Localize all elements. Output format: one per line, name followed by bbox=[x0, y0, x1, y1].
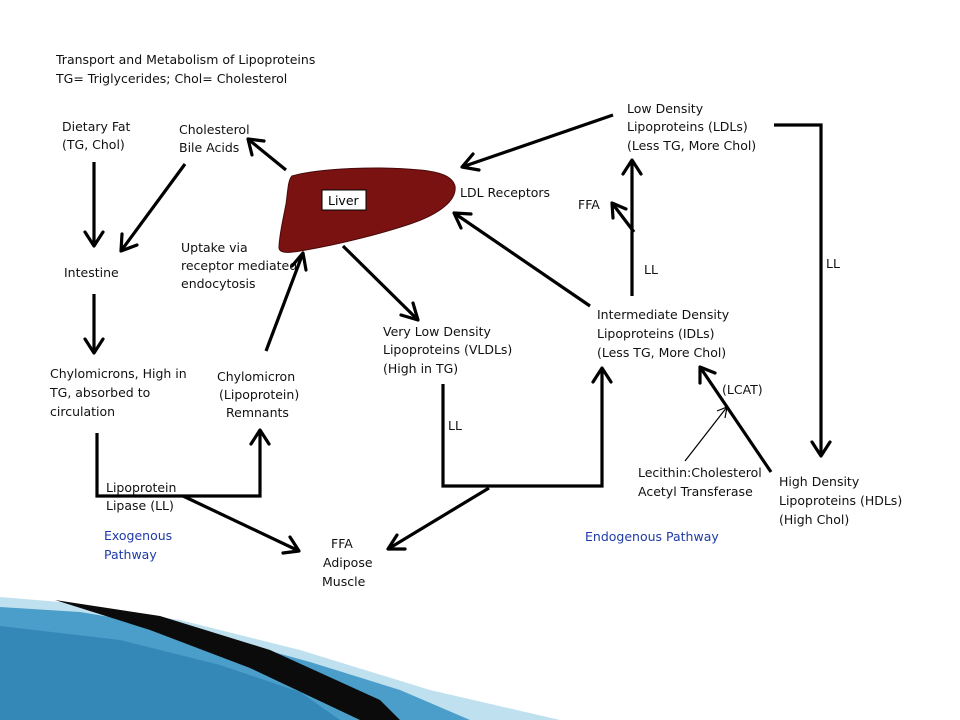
arrow-ldl-to-liver bbox=[460, 113, 614, 172]
svg-text:Exogenous: Exogenous bbox=[104, 528, 172, 543]
svg-text:Dietary Fat: Dietary Fat bbox=[62, 119, 131, 134]
node-lcat: (LCAT) bbox=[722, 382, 763, 397]
svg-text:Very Low Density: Very Low Density bbox=[383, 324, 491, 339]
arrow-idl-to-liver bbox=[452, 211, 591, 308]
node-lipoprotein-lipase: Lipoprotein Lipase (LL) bbox=[106, 480, 176, 513]
svg-text:(High Chol): (High Chol) bbox=[779, 512, 849, 527]
svg-text:TG, absorbed to: TG, absorbed to bbox=[49, 385, 150, 400]
svg-text:circulation: circulation bbox=[50, 404, 115, 419]
exogenous-pathway-label: Exogenous Pathway bbox=[104, 528, 172, 562]
arrow-dietary-fat-to-intestine bbox=[83, 162, 105, 248]
svg-text:Intermediate Density: Intermediate Density bbox=[597, 307, 730, 322]
node-uptake: Uptake via receptor mediated endocytosis bbox=[181, 240, 297, 291]
svg-text:endocytosis: endocytosis bbox=[181, 276, 256, 291]
connector-ldl-to-hdl bbox=[774, 123, 832, 458]
liver-shape bbox=[278, 167, 456, 253]
arrow-remnants-to-liver bbox=[264, 251, 308, 352]
diagram-title-line1: Transport and Metabolism of Lipoproteins bbox=[55, 52, 315, 67]
svg-text:(High in TG): (High in TG) bbox=[383, 361, 458, 376]
svg-text:Lipoproteins (LDLs): Lipoproteins (LDLs) bbox=[627, 119, 748, 134]
svg-text:Chylomicron: Chylomicron bbox=[217, 369, 295, 384]
svg-text:Remnants: Remnants bbox=[226, 405, 289, 420]
arrow-to-ffa-top bbox=[610, 201, 636, 233]
node-hdl: High Density Lipoproteins (HDLs) (High C… bbox=[779, 474, 902, 527]
svg-text:Low Density: Low Density bbox=[627, 101, 704, 116]
svg-text:(Less TG, More Chol): (Less TG, More Chol) bbox=[597, 345, 726, 360]
arrow-lipase-to-ffa bbox=[182, 494, 301, 555]
liver-label-box bbox=[321, 189, 367, 211]
node-lecithin: Lecithin:Cholesterol Acetyl Transferase bbox=[638, 465, 762, 499]
endogenous-pathway-label: Endogenous Pathway bbox=[585, 529, 719, 544]
svg-text:Chylomicrons, High in: Chylomicrons, High in bbox=[50, 366, 187, 381]
arrow-vldl-to-ffa bbox=[386, 486, 490, 551]
ll-label-idl-ldl: LL bbox=[644, 262, 658, 277]
ll-label-vldl: LL bbox=[448, 418, 462, 433]
svg-text:Lipase (LL): Lipase (LL) bbox=[106, 498, 174, 513]
svg-text:Pathway: Pathway bbox=[104, 547, 157, 562]
arrow-liver-to-cholesterol bbox=[246, 137, 288, 172]
arrow-hdl-to-idl bbox=[698, 365, 773, 473]
arrow-lecithin-to-lcat bbox=[684, 406, 728, 462]
svg-text:Acetyl Transferase: Acetyl Transferase bbox=[638, 484, 753, 499]
node-intestine: Intestine bbox=[64, 265, 119, 280]
diagram-title-line2: TG= Triglycerides; Chol= Cholesterol bbox=[55, 71, 287, 86]
svg-text:Lipoproteins (VLDLs): Lipoproteins (VLDLs) bbox=[383, 342, 512, 357]
arrow-bile-acids-to-intestine bbox=[119, 163, 187, 253]
svg-text:Lipoproteins (HDLs): Lipoproteins (HDLs) bbox=[779, 493, 902, 508]
arrow-liver-to-vldl bbox=[341, 244, 420, 322]
svg-text:Lipoproteins (IDLs): Lipoproteins (IDLs) bbox=[597, 326, 714, 341]
ll-label-ldl-hdl: LL bbox=[826, 256, 840, 271]
svg-text:Lecithin:Cholesterol: Lecithin:Cholesterol bbox=[638, 465, 762, 480]
svg-text:High Density: High Density bbox=[779, 474, 860, 489]
node-ffa-top: FFA bbox=[578, 197, 600, 212]
svg-text:(Less TG, More Chol): (Less TG, More Chol) bbox=[627, 138, 756, 153]
connector-vldl-to-idl bbox=[441, 366, 613, 488]
svg-text:Lipoprotein: Lipoprotein bbox=[106, 480, 176, 495]
node-ffa-adipose-muscle: FFA Adipose Muscle bbox=[322, 536, 373, 589]
svg-text:receptor mediated: receptor mediated bbox=[181, 258, 297, 273]
svg-text:(TG, Chol): (TG, Chol) bbox=[62, 137, 125, 152]
svg-text:Muscle: Muscle bbox=[322, 574, 366, 589]
node-chylomicron-remnants: Chylomicron (Lipoprotein) Remnants bbox=[217, 369, 299, 420]
node-ldl-receptors: LDL Receptors bbox=[460, 185, 550, 200]
arrow-intestine-to-chylomicrons bbox=[83, 294, 105, 355]
decorative-ribbon bbox=[0, 597, 560, 720]
svg-text:Uptake via: Uptake via bbox=[181, 240, 248, 255]
liver-label: Liver bbox=[328, 193, 360, 208]
svg-text:Adipose: Adipose bbox=[323, 555, 373, 570]
svg-text:Bile Acids: Bile Acids bbox=[179, 140, 239, 155]
svg-text:Cholesterol: Cholesterol bbox=[179, 122, 250, 137]
node-dietary-fat: Dietary Fat (TG, Chol) bbox=[62, 119, 131, 152]
node-idl: Intermediate Density Lipoproteins (IDLs)… bbox=[597, 307, 730, 360]
node-chylomicrons: Chylomicrons, High in TG, absorbed to ci… bbox=[49, 366, 187, 419]
node-cholesterol-bile-acids: Cholesterol Bile Acids bbox=[179, 122, 250, 155]
node-ldl: Low Density Lipoproteins (LDLs) (Less TG… bbox=[627, 101, 756, 153]
connector-chylomicrons-to-remnants bbox=[95, 428, 271, 498]
svg-text:FFA: FFA bbox=[331, 536, 353, 551]
svg-text:(Lipoprotein): (Lipoprotein) bbox=[219, 387, 299, 402]
node-vldl: Very Low Density Lipoproteins (VLDLs) (H… bbox=[383, 324, 512, 376]
